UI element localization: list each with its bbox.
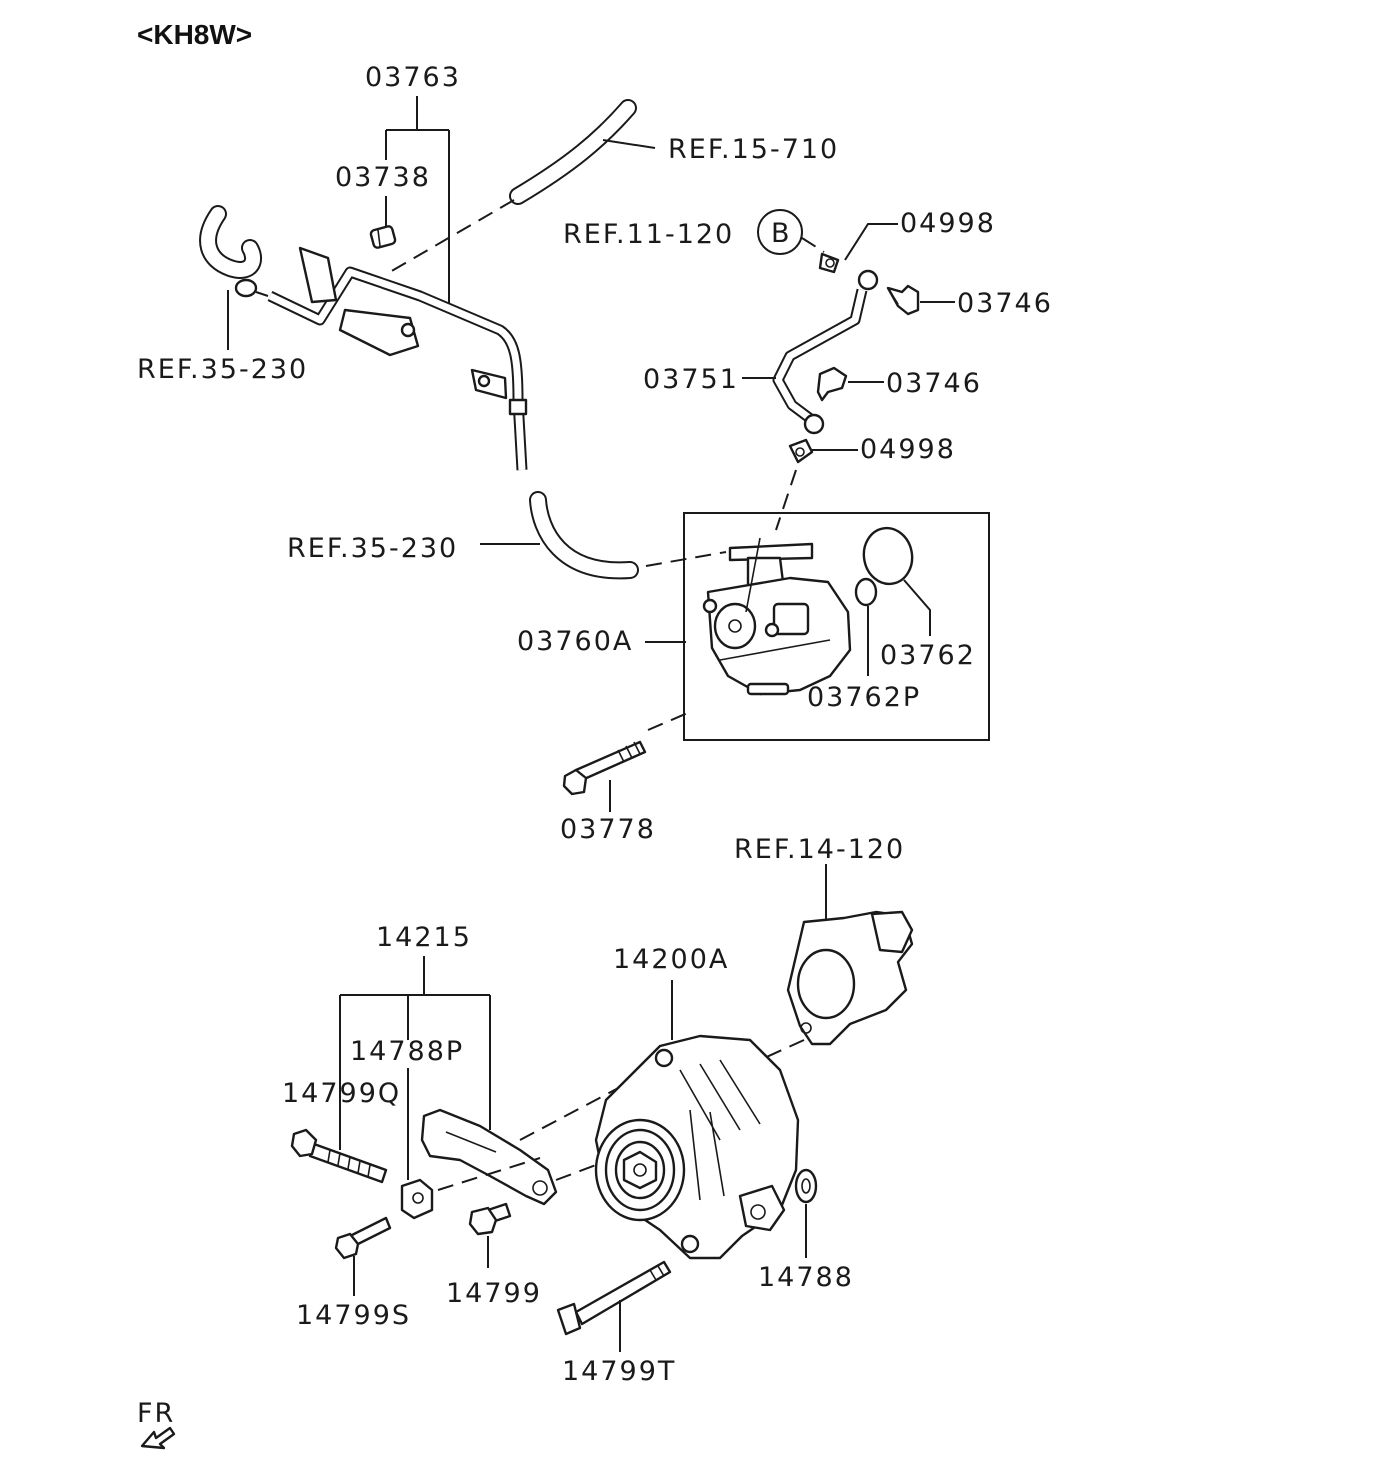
label-ref35-230-top[interactable]: REF.35-230 <box>137 354 308 385</box>
label-03738[interactable]: 03738 <box>335 162 431 193</box>
part-14799-bolt[interactable] <box>468 1202 512 1236</box>
label-03763[interactable]: 03763 <box>365 62 461 93</box>
label-ref14-120[interactable]: REF.14-120 <box>734 834 905 865</box>
leader-03762 <box>903 579 931 636</box>
part-ref35-230-upper-hose[interactable] <box>199 205 262 298</box>
label-03762[interactable]: 03762 <box>880 640 976 671</box>
dash-bracket-lower <box>437 1157 541 1191</box>
part-03760a-vacuum-pump[interactable] <box>702 537 852 696</box>
dash-lower-hose <box>645 551 727 567</box>
leader-04998-top <box>844 223 898 261</box>
dash-04998-mid <box>775 469 797 531</box>
label-ref15-710[interactable]: REF.15-710 <box>668 134 839 165</box>
part-03763-pipe-assembly[interactable] <box>267 246 528 471</box>
diagram-title: <KH8W> <box>137 19 252 50</box>
part-03762-o-ring[interactable] <box>860 524 917 587</box>
part-ref14-120-housing[interactable] <box>786 910 914 1046</box>
part-03746-lower-bolt[interactable] <box>816 366 848 402</box>
dash-03778 <box>647 711 691 731</box>
label-ref11-120[interactable]: REF.11-120 <box>563 219 734 250</box>
label-14799[interactable]: 14799 <box>446 1278 542 1309</box>
label-14215[interactable]: 14215 <box>376 922 472 953</box>
label-03762p[interactable]: 03762P <box>807 682 921 713</box>
part-14799s-bolt[interactable] <box>334 1216 392 1260</box>
label-03751[interactable]: 03751 <box>643 364 739 395</box>
label-14799t[interactable]: 14799T <box>562 1356 676 1387</box>
label-14799q[interactable]: 14799Q <box>282 1078 401 1109</box>
label-03778[interactable]: 03778 <box>560 814 656 845</box>
part-03778-bolt[interactable] <box>562 740 647 796</box>
part-ref35-230-lower-hose[interactable] <box>529 491 639 580</box>
part-03751-vacuum-tube[interactable] <box>772 269 879 435</box>
label-fr: FR <box>137 1398 175 1429</box>
part-03738-plug[interactable] <box>369 225 397 249</box>
label-ref35-230-mid[interactable]: REF.35-230 <box>287 533 458 564</box>
vacuum-pump-box <box>683 512 990 741</box>
label-04998-mid[interactable]: 04998 <box>860 434 956 465</box>
part-14200a-alternator[interactable] <box>594 1034 800 1260</box>
part-04998-lower-clip[interactable] <box>788 438 814 464</box>
part-03762p-o-ring[interactable] <box>854 577 878 607</box>
label-04998-top[interactable]: 04998 <box>900 208 996 239</box>
part-ref15-710-hose[interactable] <box>509 99 637 205</box>
dash-ref15-710 <box>389 199 515 273</box>
leader-03763 <box>385 96 450 310</box>
part-14788p-spacer[interactable] <box>400 1178 434 1220</box>
part-14799t-long-bolt[interactable] <box>556 1260 672 1336</box>
label-03746-top[interactable]: 03746 <box>957 288 1053 319</box>
part-04998-upper-clip[interactable] <box>818 252 840 274</box>
leader-ref15-710 <box>602 139 656 149</box>
circle-b-marker <box>757 209 803 255</box>
label-14200a[interactable]: 14200A <box>613 944 729 975</box>
label-circle-b[interactable]: B <box>771 218 792 249</box>
label-14788[interactable]: 14788 <box>758 1262 854 1293</box>
label-14799s[interactable]: 14799S <box>296 1300 411 1331</box>
dash-ref11-120 <box>801 237 825 253</box>
part-03746-upper-bolt[interactable] <box>886 284 920 316</box>
part-14215-alternator-bracket[interactable] <box>420 1108 558 1206</box>
dash-left-hose <box>255 291 269 297</box>
label-03760a[interactable]: 03760A <box>517 626 633 657</box>
leader-14215 <box>339 956 491 1150</box>
label-03746-mid[interactable]: 03746 <box>886 368 982 399</box>
part-14799q-bolt[interactable] <box>290 1128 388 1184</box>
part-14788-nut[interactable] <box>794 1168 818 1204</box>
label-14788p[interactable]: 14788P <box>350 1036 464 1067</box>
front-direction-arrow-icon <box>140 1426 176 1450</box>
